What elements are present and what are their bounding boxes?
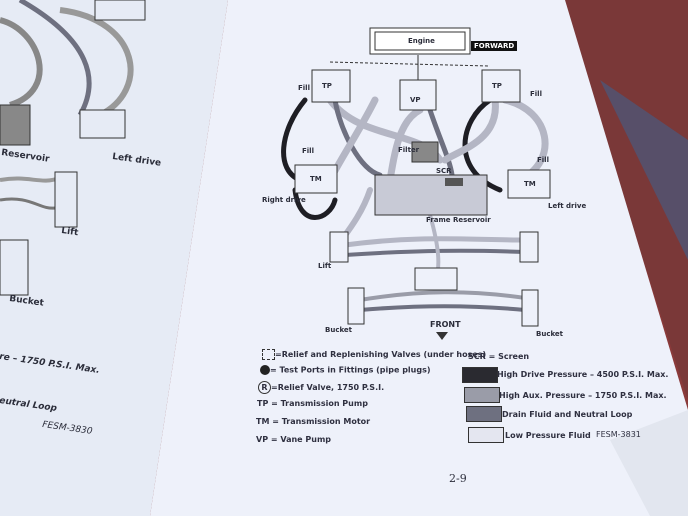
fill-label: Fill	[302, 147, 314, 155]
tm-left-drive-label: TM	[524, 180, 536, 188]
right-page	[150, 0, 688, 516]
right-drive-label: Right drive	[262, 196, 306, 204]
forward-badge: FORWARD	[471, 41, 518, 51]
legend-test-ports: = Test Ports in Fittings (pipe plugs)	[260, 365, 431, 375]
relief-valve-icon: R	[258, 381, 271, 394]
page-number: 2-9	[449, 472, 467, 485]
vane-pump	[399, 79, 437, 111]
tp-left-label: TP	[322, 82, 332, 90]
vp-label: VP	[410, 96, 421, 104]
left-diagram	[0, 0, 146, 296]
lift-label: Lift	[60, 226, 79, 239]
legend-scr: SCR = Screen	[468, 352, 530, 361]
screen	[445, 178, 463, 186]
fill-label: Fill	[298, 84, 310, 92]
transmission-pump-right	[481, 69, 521, 103]
transmission-pump-left	[311, 69, 351, 103]
fill-label: Fill	[537, 156, 549, 164]
carpet-pattern	[600, 80, 688, 260]
bucket-cylinder-right	[521, 289, 539, 327]
bucket-right-label: Bucket	[536, 330, 564, 338]
swatch-high-aux	[464, 387, 500, 403]
scr-label: SCR	[436, 167, 452, 175]
swatch-drain	[466, 406, 502, 422]
diagram-components	[294, 27, 551, 340]
legend-relief-valve: R=Relief Valve, 1750 P.S.I.	[258, 381, 384, 394]
legend-high-drive: High Drive Pressure – 4500 P.S.I. Max.	[497, 370, 669, 379]
tp-right-label: TP	[492, 82, 502, 90]
left-drive-label: Left drive	[548, 202, 587, 210]
lift-cylinder-left	[329, 231, 349, 263]
hydraulic-diagram	[281, 96, 549, 312]
legend-tp: TP = Transmission Pump	[257, 399, 368, 408]
swatch-high-drive	[462, 367, 498, 383]
front-label: FRONT	[430, 320, 461, 329]
legend-relief-replenishing: =Relief and Replenishing Valves (under h…	[262, 349, 486, 360]
dashed-box-icon	[262, 349, 275, 360]
legend-tm: TM = Transmission Motor	[256, 417, 371, 426]
transmission-motor-left-drive	[507, 169, 551, 199]
lift-cylinder-right	[519, 231, 539, 263]
filter	[411, 141, 439, 163]
frame-reservoir-label: Frame Reservoir	[426, 216, 491, 224]
bucket-left-label: Bucket	[325, 326, 353, 334]
left-page	[0, 0, 228, 516]
figure-id: FESM-3831	[596, 430, 641, 439]
fill-label: Fill	[530, 90, 542, 98]
legend-low-pressure: Low Pressure Fluid	[505, 431, 591, 440]
legend-high-aux: High Aux. Pressure – 1750 P.S.I. Max.	[499, 391, 667, 400]
lift-label: Lift	[318, 262, 332, 270]
swatch-low-pressure	[468, 427, 504, 443]
bucket-cylinder-left	[347, 287, 365, 325]
test-port-icon	[260, 365, 270, 375]
filter-label: Filter	[398, 146, 420, 154]
legend-vp: VP = Vane Pump	[256, 435, 332, 444]
control-valve	[414, 267, 458, 291]
legend-drain: Drain Fluid and Neutral Loop	[502, 410, 633, 419]
transmission-motor-right-drive	[294, 164, 338, 194]
tm-right-drive-label: TM	[310, 175, 322, 183]
frame-reservoir	[374, 174, 488, 216]
engine-label: Engine	[408, 37, 435, 45]
front-arrow-icon	[436, 332, 448, 340]
